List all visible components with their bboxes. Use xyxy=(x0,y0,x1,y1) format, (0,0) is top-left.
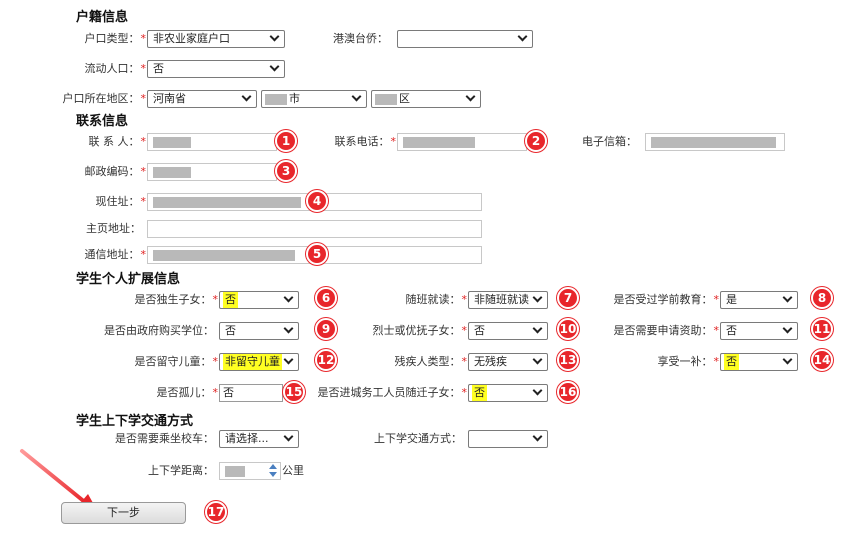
redacted-block xyxy=(153,167,191,178)
phone-label: 联系电话：* xyxy=(334,135,397,148)
left-behind-select[interactable]: 非留守儿童 xyxy=(219,353,299,371)
address-label: 现住址：* xyxy=(95,195,147,208)
next-button[interactable]: 下一步 xyxy=(61,502,186,524)
badge-14: 14 xyxy=(811,349,833,371)
badge-17: 17 xyxy=(205,501,227,523)
only-child-select[interactable]: 否 xyxy=(219,291,299,309)
section-student-ext: 学生个人扩展信息 xyxy=(76,272,181,287)
badge-15: 15 xyxy=(283,381,305,403)
email-input[interactable] xyxy=(645,133,785,151)
gov-purchase-select[interactable]: 否 xyxy=(219,322,299,340)
homepage-label: 主页地址： xyxy=(86,222,141,235)
contact-person-label: 联 系 人：* xyxy=(88,135,147,148)
hukou-type-label: 户口类型：* xyxy=(84,32,147,45)
disability-label: 残疾人类型：* xyxy=(394,355,468,368)
gov-purchase-label: 是否由政府购买学位： xyxy=(104,324,214,337)
postcode-label: 邮政编码：* xyxy=(84,165,147,178)
contact-person-input[interactable] xyxy=(147,133,277,151)
district-select[interactable]: 区 xyxy=(371,90,481,108)
follow-class-label: 随班就读：* xyxy=(405,293,468,306)
distance-label: 上下学距离： xyxy=(148,464,214,477)
left-behind-label: 是否留守儿童：* xyxy=(134,355,219,368)
redacted-block xyxy=(225,466,245,477)
floating-select[interactable]: 否 xyxy=(147,60,285,78)
province-select[interactable]: 河南省 xyxy=(147,90,257,108)
need-aid-label: 是否需要申请资助：* xyxy=(613,324,720,337)
section-transport: 学生上下学交通方式 xyxy=(76,414,194,429)
martyr-child-label: 烈士或优抚子女：* xyxy=(372,324,468,337)
city-select[interactable]: 市 xyxy=(261,90,367,108)
distance-unit: 公里 xyxy=(282,464,304,477)
spin-down-icon xyxy=(269,472,277,477)
badge-1: 1 xyxy=(275,130,297,152)
disability-select[interactable]: 无残疾 xyxy=(468,353,548,371)
section-contact: 联系信息 xyxy=(76,114,129,129)
school-bus-select[interactable]: 请选择... xyxy=(219,430,299,448)
spin-up-icon xyxy=(269,464,277,469)
redacted-block xyxy=(153,250,295,261)
floating-label: 流动人口：* xyxy=(84,62,147,75)
redacted-block xyxy=(153,197,301,208)
migrant-child-label: 是否进城务工人员随迁子女：* xyxy=(317,386,468,399)
badge-6: 6 xyxy=(315,287,337,309)
redacted-block xyxy=(403,137,475,148)
follow-class-select[interactable]: 非随班就读 xyxy=(468,291,548,309)
hk-macau-tw-label: 港澳台侨： xyxy=(333,32,388,45)
distance-input[interactable] xyxy=(219,462,281,480)
mail-address-label: 通信地址：* xyxy=(84,248,147,261)
enjoy-subsidy-label: 享受一补：* xyxy=(657,355,720,368)
badge-4: 4 xyxy=(306,190,328,212)
section-household: 户籍信息 xyxy=(76,10,129,25)
distance-spinner[interactable] xyxy=(266,462,280,480)
redacted-block xyxy=(651,137,776,148)
badge-7: 7 xyxy=(557,287,579,309)
migrant-child-select[interactable]: 否 xyxy=(468,384,548,402)
region-label: 户口所在地区：* xyxy=(62,92,147,105)
email-label: 电子信箱： xyxy=(582,135,637,148)
transport-mode-label: 上下学交通方式： xyxy=(374,432,462,445)
transport-mode-select[interactable] xyxy=(468,430,548,448)
orphan-label: 是否孤儿：* xyxy=(156,386,219,399)
need-aid-select[interactable]: 否 xyxy=(720,322,798,340)
redacted-block xyxy=(153,137,191,148)
preschool-select[interactable]: 是 xyxy=(720,291,798,309)
badge-3: 3 xyxy=(275,160,297,182)
only-child-label: 是否独生子女：* xyxy=(134,293,219,306)
school-bus-label: 是否需要乘坐校车： xyxy=(115,432,214,445)
badge-2: 2 xyxy=(525,130,547,152)
badge-13: 13 xyxy=(557,349,579,371)
phone-input[interactable] xyxy=(397,133,527,151)
badge-10: 10 xyxy=(557,318,579,340)
badge-9: 9 xyxy=(315,318,337,340)
preschool-label: 是否受过学前教育：* xyxy=(613,293,720,306)
badge-12: 12 xyxy=(315,349,337,371)
badge-16: 16 xyxy=(557,381,579,403)
enjoy-subsidy-select[interactable]: 否 xyxy=(720,353,798,371)
homepage-input[interactable] xyxy=(147,220,482,238)
badge-5: 5 xyxy=(306,243,328,265)
hukou-type-select[interactable]: 非农业家庭户口 xyxy=(147,30,285,48)
orphan-input[interactable]: 否 xyxy=(219,384,283,402)
martyr-child-select[interactable]: 否 xyxy=(468,322,548,340)
badge-11: 11 xyxy=(811,318,833,340)
badge-8: 8 xyxy=(811,287,833,309)
hk-macau-tw-select[interactable] xyxy=(397,30,533,48)
